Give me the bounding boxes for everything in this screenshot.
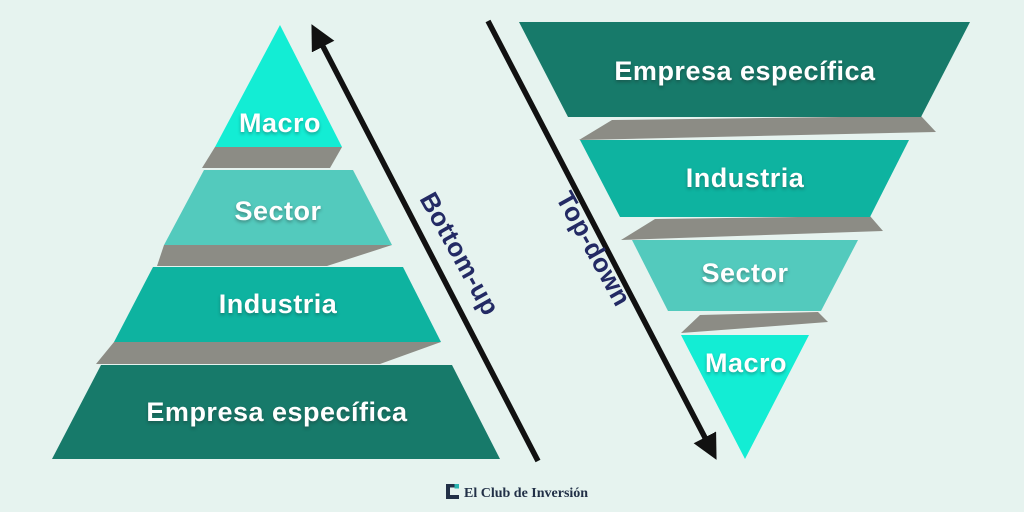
layer-shadow	[579, 116, 936, 140]
pyramid-top-down: Empresa específica Industria Sector Macr…	[519, 22, 970, 459]
layer-label-sector: Sector	[701, 258, 788, 288]
pyramid-layer-macro	[215, 25, 342, 147]
club-inversion-logo-icon	[446, 484, 459, 499]
pyramid-layer-macro	[681, 335, 809, 459]
layer-shadow	[157, 245, 392, 266]
layer-label-industria: Industria	[219, 289, 338, 319]
layer-shadow	[96, 342, 441, 364]
pyramid-layer-industria	[580, 140, 909, 217]
layer-label-sector: Sector	[234, 196, 321, 226]
layer-shadow	[681, 312, 828, 333]
pyramid-layer-industria	[114, 267, 441, 342]
brand-logo: El Club de Inversión	[446, 484, 588, 501]
brand-name: El Club de Inversión	[464, 486, 588, 501]
top-down-arrow	[485, 19, 717, 460]
pyramid-layer-sector	[164, 170, 392, 245]
bottom-up-arrow	[311, 24, 541, 463]
layer-shadow	[621, 216, 883, 240]
pyramid-bottom-up: Macro Sector Industria Empresa específic…	[52, 25, 500, 459]
layer-label-empresa: Empresa específica	[146, 397, 408, 427]
pyramid-layer-sector	[632, 240, 858, 311]
pyramid-layer-empresa	[52, 365, 500, 459]
layer-shadow	[202, 147, 342, 168]
layer-label-empresa: Empresa específica	[614, 56, 876, 86]
layer-label-industria: Industria	[686, 163, 805, 193]
layer-label-macro: Macro	[705, 348, 787, 378]
pyramid-layer-empresa	[519, 22, 970, 117]
layer-label-macro: Macro	[239, 108, 321, 138]
